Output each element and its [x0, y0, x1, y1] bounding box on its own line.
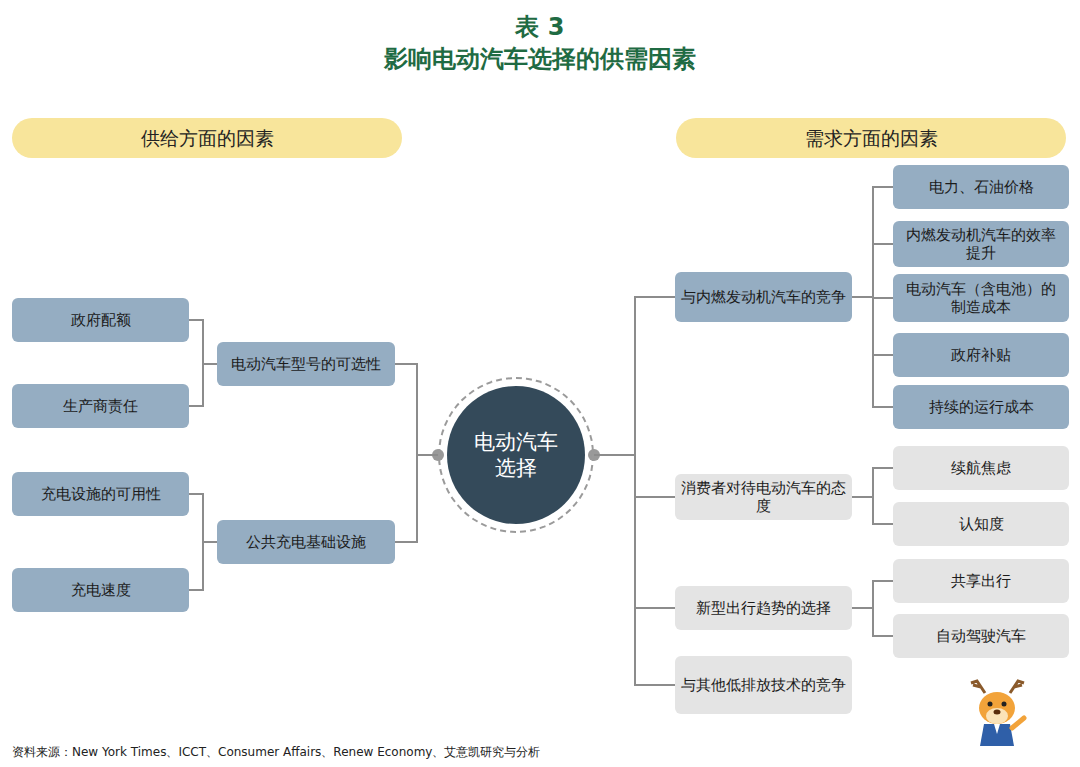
- supply-box: 电动汽车型号的可选性: [217, 342, 395, 386]
- tree-connector: [189, 542, 217, 590]
- demand-box: 持续的运行成本: [893, 385, 1069, 429]
- node-text: 供给方面的因素: [141, 129, 274, 147]
- section-band: 需求方面的因素: [676, 118, 1066, 158]
- diagram-title: 影响电动汽车选择的供需因素: [0, 44, 1080, 74]
- node-text: 续航焦虑: [951, 459, 1011, 477]
- table-number: 表 3: [0, 12, 1080, 42]
- node-text: 消费者对待电动汽车的态度: [681, 479, 846, 515]
- demand-box: 消费者对待电动汽车的态度: [675, 474, 852, 520]
- demand-box: 与其他低排放技术的竞争: [675, 656, 852, 714]
- tree-connector: [395, 455, 438, 542]
- demand-box: 电力、石油价格: [893, 165, 1069, 209]
- demand-box: 与内燃发动机汽车的竞争: [675, 272, 852, 322]
- tree-connector: [189, 364, 217, 406]
- tree-connector: [189, 494, 217, 542]
- tree-connector: [852, 297, 893, 407]
- node-text: 与其他低排放技术的竞争: [681, 676, 846, 694]
- demand-box: 续航焦虑: [893, 446, 1069, 490]
- node-text: 充电设施的可用性: [41, 485, 161, 503]
- tree-connector: [852, 187, 893, 297]
- demand-box: 认知度: [893, 502, 1069, 546]
- node-text: 与内燃发动机汽车的竞争: [681, 288, 846, 306]
- supply-box: 充电速度: [12, 568, 189, 612]
- demand-box: 新型出行趋势的选择: [675, 586, 852, 630]
- demand-box: 自动驾驶汽车: [893, 614, 1069, 658]
- node-text: 认知度: [959, 515, 1004, 533]
- node-text: 自动驾驶汽车: [936, 627, 1026, 645]
- source-note: 资料来源：New York Times、ICCT、Consumer Affair…: [12, 744, 540, 761]
- node-text: 内燃发动机汽车的效率提升: [899, 226, 1063, 262]
- tree-connector: [852, 581, 893, 608]
- node-text: 政府补贴: [951, 346, 1011, 364]
- supply-box: 生产商责任: [12, 384, 189, 428]
- supply-box: 充电设施的可用性: [12, 472, 189, 516]
- node-text: 电动汽车 选择: [470, 429, 562, 481]
- node-text: 电动汽车型号的可选性: [231, 355, 381, 373]
- demand-box: 共享出行: [893, 559, 1069, 603]
- tree-connector: [594, 297, 675, 455]
- demand-box: 政府补贴: [893, 333, 1069, 377]
- hub-fill: [447, 386, 585, 524]
- tree-connector: [594, 455, 675, 685]
- tree-connector: [852, 244, 893, 297]
- node-text: 电动汽车（含电池）的制造成本: [899, 280, 1063, 316]
- supply-box: 政府配额: [12, 298, 189, 342]
- tree-connector: [852, 468, 893, 497]
- supply-box: 公共充电基础设施: [217, 520, 395, 564]
- node-text: 公共充电基础设施: [246, 533, 366, 551]
- demand-box: 内燃发动机汽车的效率提升: [893, 221, 1069, 267]
- node-text: 生产商责任: [63, 397, 138, 415]
- tree-connector: [852, 608, 893, 636]
- demand-box: 电动汽车（含电池）的制造成本: [893, 274, 1069, 322]
- tree-connector: [189, 320, 217, 364]
- node-text: 持续的运行成本: [929, 398, 1034, 416]
- node-text: 新型出行趋势的选择: [696, 599, 831, 617]
- node-text: 需求方面的因素: [805, 129, 938, 147]
- hub-circle: 电动汽车 选择: [438, 377, 594, 533]
- mascot-illustration: [971, 681, 1024, 746]
- node-text: 政府配额: [71, 311, 131, 329]
- node-text: 共享出行: [951, 572, 1011, 590]
- node-text: 充电速度: [71, 581, 131, 599]
- tree-connector: [852, 497, 893, 524]
- node-text: 电力、石油价格: [929, 178, 1034, 196]
- tree-connector: [395, 364, 438, 455]
- section-band: 供给方面的因素: [12, 118, 402, 158]
